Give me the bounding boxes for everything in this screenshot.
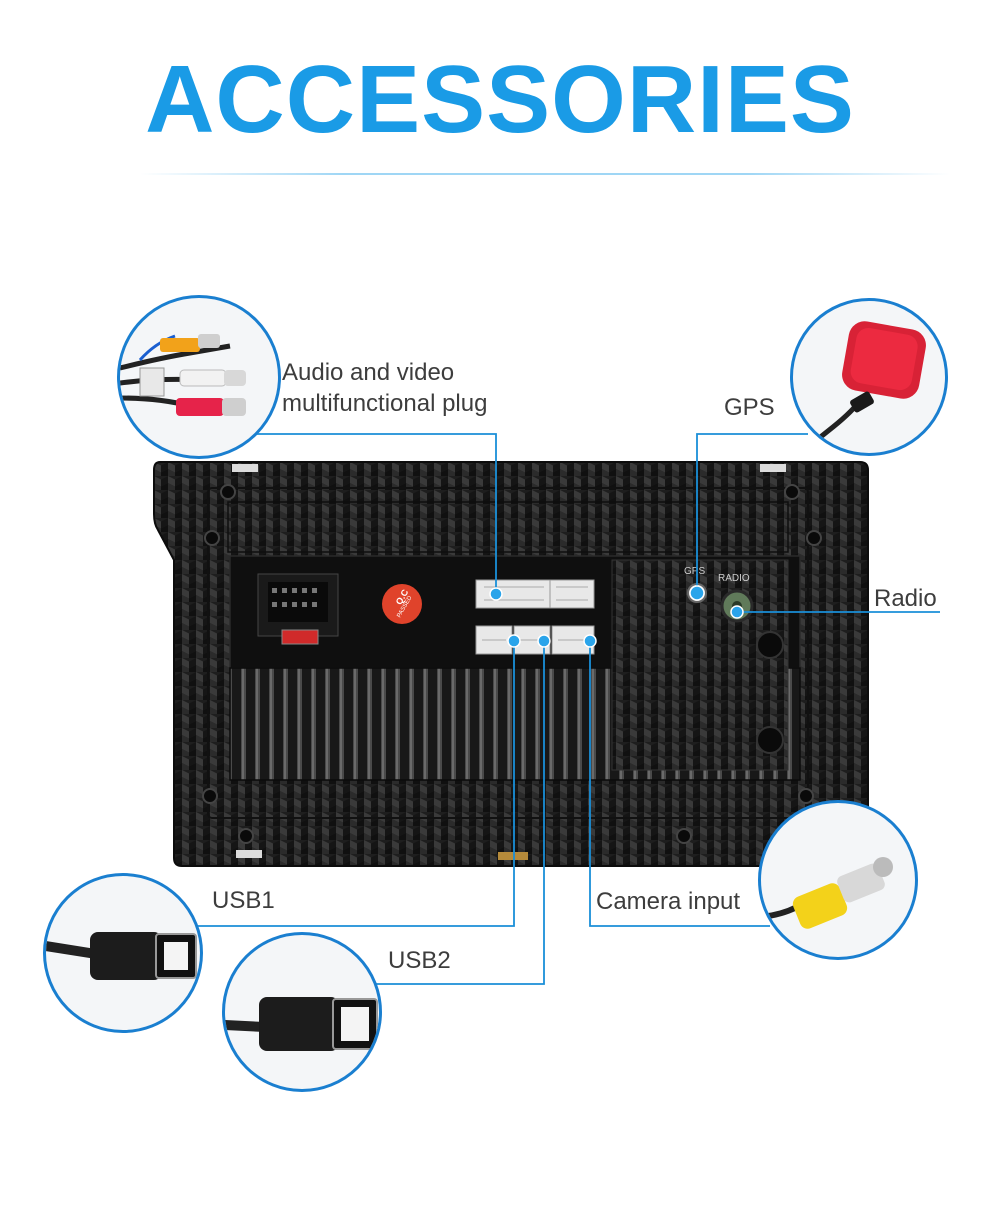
title-divider [140,173,950,175]
port-gps-label: GPS [684,566,706,577]
port-radio-label: RADIO [718,573,750,584]
radio-marker [730,605,744,619]
gps-leader [696,433,808,593]
usb1-leader [190,641,515,927]
page-title: ACCESSORIES [145,46,855,153]
usb1-marker [507,634,521,648]
av-plug-photo [117,295,281,459]
camera-input-photo [758,800,918,960]
gps-antenna-photo [790,298,948,456]
usb1-label: USB1 [212,887,275,914]
av-plug-label-line1: Audio and video [282,359,455,386]
usb2-label: USB2 [388,947,451,974]
av-plug-marker [489,587,503,601]
av-plug-leader [240,433,497,594]
usb2-cable-photo [222,932,382,1092]
usb2-marker [537,634,551,648]
av-plug-label-line2: multifunctional plug [282,390,488,417]
usb1-cable-photo [43,873,203,1033]
camera-marker [583,634,597,648]
gps-marker [689,585,705,601]
camera-input-label: Camera input [596,888,741,915]
camera-leader [589,641,770,927]
usb2-leader [310,641,545,985]
gps-label: GPS [724,394,775,421]
radio-label: Radio [874,585,937,612]
